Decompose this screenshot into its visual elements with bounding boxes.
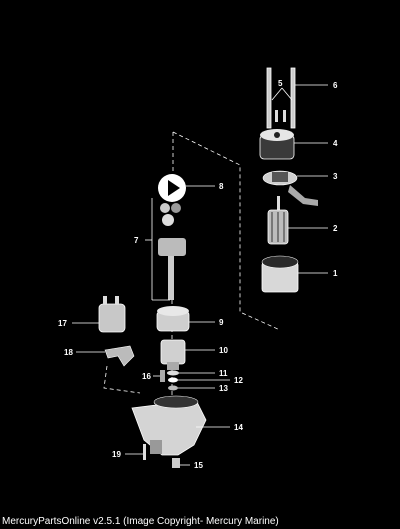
callout-labels: 1 2 3 4 5 6 7 8 9 10 11 12 13 14 15 16 1… <box>58 79 338 470</box>
bushing <box>172 458 180 468</box>
callout-8: 8 <box>219 182 224 191</box>
drive-end-housing <box>131 395 207 456</box>
callout-10: 10 <box>219 346 228 355</box>
drive-shaft-assembly <box>151 198 186 301</box>
frame-housing <box>261 255 299 293</box>
screws <box>275 110 286 122</box>
callout-16: 16 <box>142 372 151 381</box>
callout-9: 9 <box>219 318 224 327</box>
through-bolts <box>266 67 296 129</box>
spring-washer <box>158 174 186 202</box>
callout-6: 6 <box>333 81 338 90</box>
brush-plate <box>262 170 318 206</box>
callout-7: 7 <box>134 236 139 245</box>
callout-17: 17 <box>58 319 67 328</box>
mounting-bolt <box>143 444 146 460</box>
callout-3: 3 <box>333 172 338 181</box>
callout-13: 13 <box>219 384 228 393</box>
leader-lines <box>72 84 328 466</box>
shift-lever <box>104 345 135 367</box>
assembly-guide-lines <box>103 131 281 440</box>
retaining-rings <box>167 370 179 391</box>
pinion-drive <box>160 339 186 370</box>
callout-11: 11 <box>219 369 228 378</box>
callout-15: 15 <box>194 461 203 470</box>
planetary-gear <box>156 306 190 332</box>
exploded-parts-diagram: 1 2 3 4 5 6 7 8 9 10 11 12 13 14 15 16 1… <box>58 67 338 470</box>
callout-18: 18 <box>64 348 73 357</box>
callout-19: 19 <box>112 450 121 459</box>
copyright-footer: MercuryPartsOnline v2.5.1 (Image Copyrig… <box>2 516 279 527</box>
callout-4: 4 <box>333 139 338 148</box>
callout-12: 12 <box>234 376 243 385</box>
solenoid <box>98 296 126 333</box>
callout-14: 14 <box>234 423 243 432</box>
end-cap <box>259 129 295 160</box>
callout-5: 5 <box>278 79 283 88</box>
callout-2: 2 <box>333 224 338 233</box>
shift-pin <box>160 370 165 382</box>
armature <box>267 196 289 245</box>
callout-1: 1 <box>333 269 338 278</box>
